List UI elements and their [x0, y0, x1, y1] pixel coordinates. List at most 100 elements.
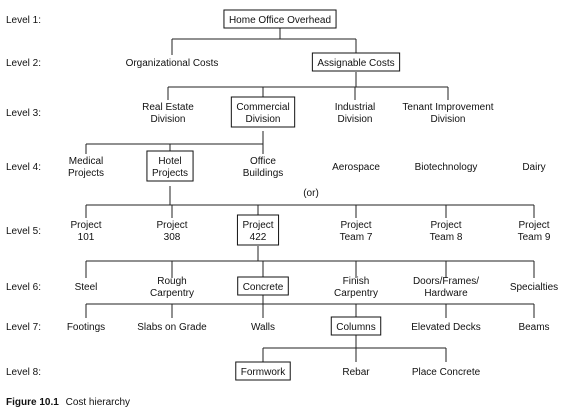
- node-text-line: 101: [78, 232, 95, 243]
- node-text-line: Hotel: [158, 156, 181, 167]
- level-label-2: Level 2:: [6, 58, 41, 69]
- node-text-line: Place Concrete: [412, 367, 481, 378]
- node-text-line: Carpentry: [150, 288, 194, 299]
- node-text-line: Rebar: [342, 367, 370, 378]
- node-box: [230, 96, 296, 128]
- node-text-line: Specialties: [510, 282, 558, 293]
- node-text-line: 422: [250, 232, 267, 243]
- node-text-line: Projects: [68, 168, 104, 179]
- level-labels: Level 1: Level 2: Level 3: Level 4: Level 5:…: [6, 15, 41, 378]
- node-text-line: Buildings: [243, 168, 284, 179]
- node-aerospace: Aerospace: [332, 162, 380, 173]
- node-specialties: Specialties: [510, 282, 558, 293]
- node-doors-frames: Doors/Frames/Hardware: [413, 276, 479, 299]
- node-walls: Walls: [251, 322, 275, 333]
- node-text-line: Assignable Costs: [317, 58, 394, 69]
- node-text-line: Biotechnology: [415, 162, 478, 173]
- node-text-line: Project: [70, 220, 101, 231]
- node-box: [146, 150, 194, 182]
- node-concrete: Concrete: [237, 276, 289, 296]
- node-text-line: Project: [340, 220, 371, 231]
- node-text-line: Project: [242, 220, 273, 231]
- node-text-line: Industrial: [335, 102, 376, 113]
- node-text-line: Division: [245, 114, 280, 125]
- node-text-line: Project: [156, 220, 187, 231]
- node-beams: Beams: [518, 322, 549, 333]
- node-text-line: Doors/Frames/: [413, 276, 479, 287]
- node-text-line: Formwork: [241, 367, 286, 378]
- node-text-line: Slabs on Grade: [137, 322, 207, 333]
- node-text-line: Carpentry: [334, 288, 378, 299]
- node-box: [330, 316, 382, 336]
- level-label-3: Level 3:: [6, 108, 41, 119]
- node-text-line: Finish: [343, 276, 370, 287]
- node-assignable-costs: Assignable Costs: [311, 52, 401, 72]
- node-text-line: Medical: [69, 156, 103, 167]
- figure-caption: Figure 10.1 Cost hierarchy: [6, 397, 130, 408]
- figure-title: Cost hierarchy: [66, 397, 130, 408]
- node-home-office: Home Office Overhead: [223, 9, 337, 29]
- node-box: [237, 276, 289, 296]
- level-label-7: Level 7:: [6, 322, 41, 333]
- node-text-line: Division: [430, 114, 465, 125]
- node-formwork: Formwork: [235, 361, 291, 381]
- node-text-line: Rough: [157, 276, 186, 287]
- node-text-line: Division: [337, 114, 372, 125]
- node-text-line: Tenant Improvement: [402, 102, 493, 113]
- connector-lines: [85, 27, 535, 362]
- node-box: [223, 9, 337, 29]
- node-box: [311, 52, 401, 72]
- node-text-line: Team 9: [518, 232, 551, 243]
- node-box: [235, 361, 291, 381]
- level-label-4: Level 4:: [6, 162, 41, 173]
- node-text-line: Division: [150, 114, 185, 125]
- node-footings: Footings: [67, 322, 105, 333]
- node-place-concrete: Place Concrete: [412, 367, 481, 378]
- node-text-line: Office: [250, 156, 276, 167]
- node-text-line: Team 8: [430, 232, 463, 243]
- node-text-line: Home Office Overhead: [229, 15, 331, 26]
- node-text-line: Dairy: [522, 162, 545, 173]
- node-text-line: Commercial: [236, 102, 289, 113]
- node-text-line: Organizational Costs: [126, 58, 219, 69]
- node-text-line: Beams: [518, 322, 549, 333]
- node-steel: Steel: [75, 282, 98, 293]
- node-slabs-on-grade: Slabs on Grade: [137, 322, 207, 333]
- node-text-line: Project: [430, 220, 461, 231]
- node-text-line: Footings: [67, 322, 105, 333]
- node-text-line: Team 7: [340, 232, 373, 243]
- node-box: [236, 214, 280, 246]
- node-text-line: Projects: [152, 168, 188, 179]
- level-label-8: Level 8:: [6, 367, 41, 378]
- node-dairy: Dairy: [522, 162, 545, 173]
- or-label: (or): [303, 188, 319, 199]
- node-text-line: Walls: [251, 322, 275, 333]
- node-text-line: Steel: [75, 282, 98, 293]
- node-columns: Columns: [330, 316, 382, 336]
- node-elevated-decks: Elevated Decks: [411, 322, 480, 333]
- node-text-line: Real Estate: [142, 102, 194, 113]
- figure-number: Figure 10.1: [6, 397, 59, 408]
- level-label-1: Level 1:: [6, 15, 41, 26]
- level-label-6: Level 6:: [6, 282, 41, 293]
- level-label-5: Level 5:: [6, 226, 41, 237]
- node-text-line: 308: [164, 232, 181, 243]
- node-text-line: Hardware: [424, 288, 468, 299]
- node-text-line: Columns: [336, 322, 375, 333]
